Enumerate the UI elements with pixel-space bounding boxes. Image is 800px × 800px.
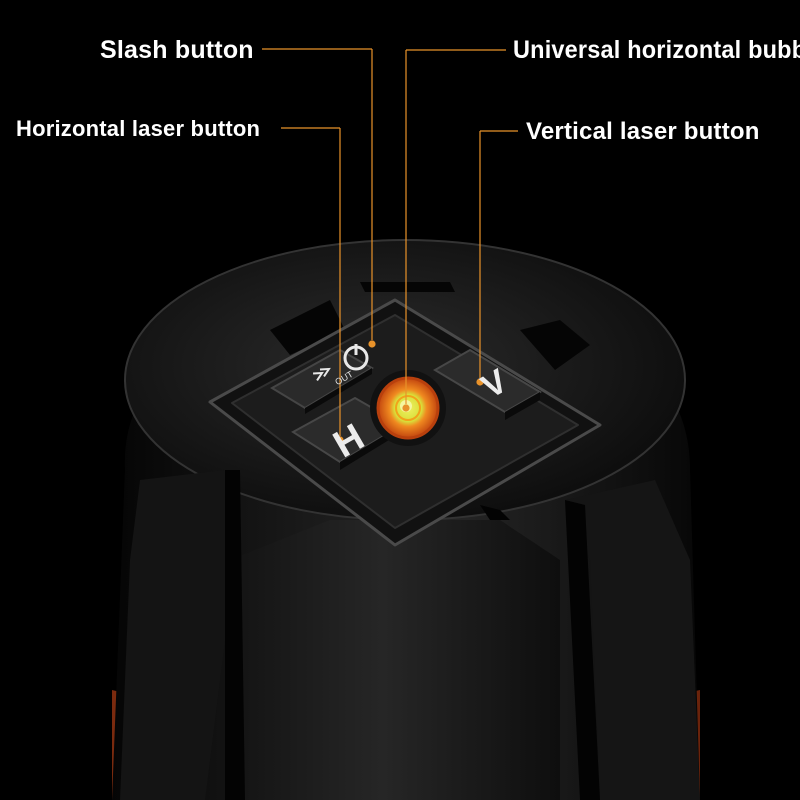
- slash-arrow-icon: [313, 367, 331, 382]
- v-button-key: [433, 348, 542, 420]
- callout-vertical-laser-button: Vertical laser button: [526, 118, 760, 145]
- top-notch-left: [270, 300, 345, 355]
- front-pillar-center: [205, 520, 560, 800]
- side-pillar-right: [565, 480, 700, 800]
- leader-lines: [262, 48, 518, 444]
- power-icon: [343, 344, 369, 371]
- callout-universal-bubble: Universal horizontal bubble: [513, 36, 800, 64]
- side-pillar-left: [120, 470, 235, 800]
- callout-horizontal-laser-button: Horizontal laser button: [16, 116, 261, 141]
- top-notch-right: [520, 320, 590, 370]
- callout-slash-button: Slash button: [100, 36, 254, 64]
- top-notch-back: [360, 282, 455, 292]
